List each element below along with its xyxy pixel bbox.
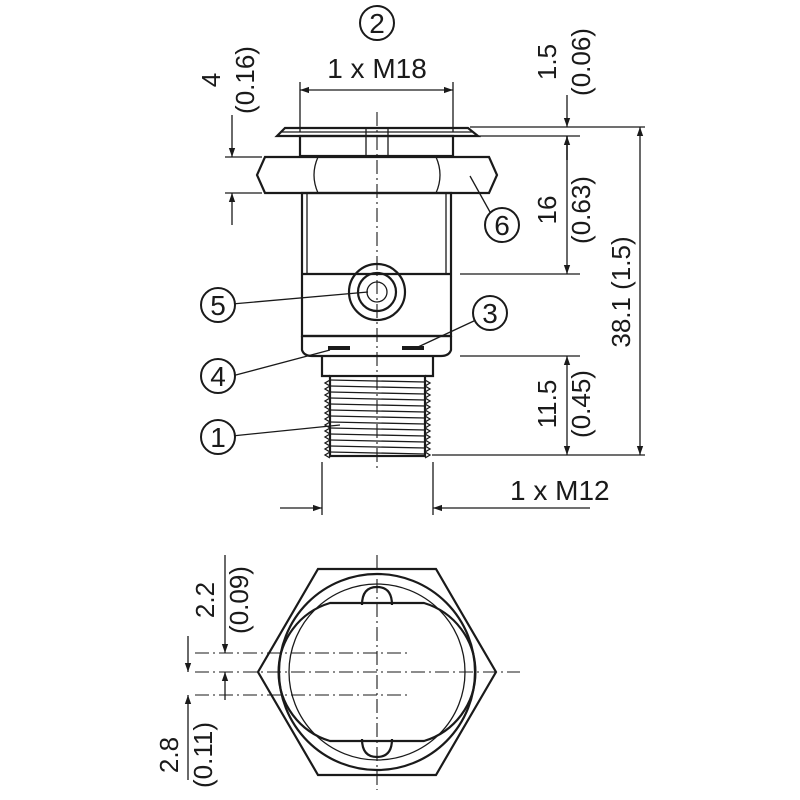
dim-1-5-in: (0.06) [566,28,596,96]
thread-bottom-label: 1 x M12 [510,475,610,506]
side-view: 2 6 5 3 4 1 1 x M18 1 x M12 4 (0.16) 1.5… [196,5,645,515]
dim-11-5-mm: 11.5 [532,380,562,429]
callout-3: 3 [472,295,508,331]
top-view-dimension-lines [184,555,229,780]
dim-38-1: 38.1 (1.5) [606,236,636,347]
dim-11-5-in: (0.45) [566,370,596,438]
callout-6-label: 6 [494,210,510,241]
dim-1-5-mm: 1.5 [532,44,562,80]
callout-5-label: 5 [210,290,226,321]
dim-16-mm: 16 [532,196,562,225]
dim-2-2-mm: 2.2 [190,582,220,618]
hex-outline [256,567,498,777]
callout-5: 5 [200,287,236,323]
thread-top-label: 1 x M18 [327,53,427,84]
dim-2-8-mm: 2.8 [154,737,184,773]
leader-lines [231,175,491,437]
dim-2-2-in: (0.09) [224,566,254,634]
callout-6: 6 [484,207,520,243]
callout-4: 4 [200,358,236,394]
lower-collar [300,336,453,358]
top-view: 2.2 (0.09) 2.8 (0.11) [154,555,520,790]
callout-1: 1 [200,419,236,455]
dim-4-mm: 4 [196,73,226,87]
dim-2-8-in: (0.11) [188,722,218,788]
thread-m12 [320,356,435,459]
callout-2-label: 2 [369,8,385,39]
callout-2: 2 [359,5,395,41]
hex-nut [255,155,499,195]
dimension-lines [225,82,645,515]
callout-3-label: 3 [482,298,498,329]
bore [277,601,477,743]
callout-4-label: 4 [210,361,226,392]
dim-4-in: (0.16) [230,46,260,114]
dim-16-in: (0.63) [566,176,596,244]
callout-1-label: 1 [210,422,226,453]
